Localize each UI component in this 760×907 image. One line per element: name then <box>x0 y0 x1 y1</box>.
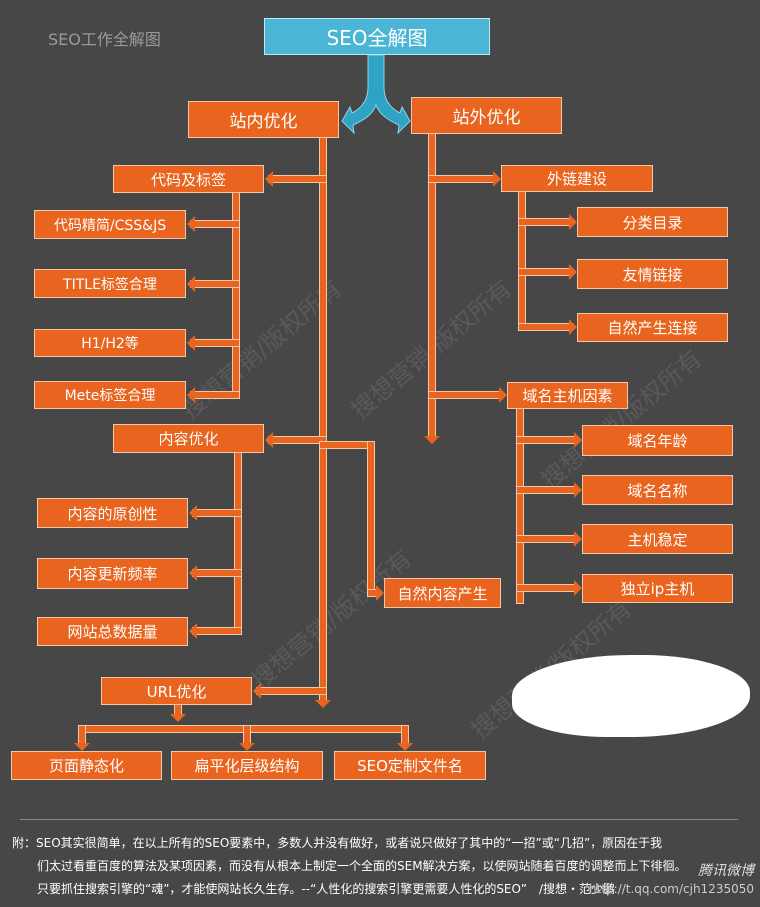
corner-title: SEO工作全解图 <box>48 30 161 49</box>
connector-line <box>190 391 240 399</box>
connector-line <box>516 405 524 604</box>
node-code-item: 代码精简/CSS&JS <box>34 210 186 239</box>
connector-line <box>319 134 327 704</box>
footnote-line: 附：SEO其实很简单，在以上所有的SEO要素中，多数人并没有做好，或者说只做好了… <box>12 836 663 850</box>
arrowhead-icon <box>493 171 501 187</box>
connector-line <box>401 725 409 744</box>
arrowhead-icon <box>569 264 577 280</box>
arrowhead-icon <box>253 683 261 699</box>
arrowhead-icon <box>187 387 195 403</box>
connector-line <box>192 627 242 635</box>
arrowhead-icon <box>574 580 582 596</box>
connector-line <box>518 218 573 226</box>
connector-line <box>516 436 578 444</box>
arrowhead-icon <box>574 482 582 498</box>
node-onsite: 站内优化 <box>188 101 339 138</box>
arrowhead-icon <box>239 743 255 751</box>
arrowhead-icon <box>189 565 197 581</box>
node-domain-item: 域名名称 <box>582 475 733 505</box>
arrowhead-icon <box>499 387 507 403</box>
arrowhead-icon <box>315 700 331 708</box>
arrowhead-icon <box>74 743 90 751</box>
footnote-line: 只要抓住搜索引擎的“魂”，才能使网站长久生存。--“人性化的搜索引擎更需要人性化… <box>37 882 616 896</box>
arrowhead-icon <box>424 436 440 444</box>
redaction-blob <box>512 655 750 737</box>
connector-line <box>428 175 497 183</box>
connector-line <box>256 687 327 695</box>
arrowhead-icon <box>574 432 582 448</box>
arrowhead-icon <box>569 214 577 230</box>
node-natural-content: 自然内容产生 <box>384 578 501 608</box>
connector-line <box>78 725 86 744</box>
node-links: 外链建设 <box>501 165 653 192</box>
node-url-item: 页面静态化 <box>11 751 162 780</box>
arrowhead-icon <box>376 585 384 601</box>
connector-line <box>367 441 375 597</box>
node-url-item: 扁平化层级结构 <box>171 751 323 780</box>
watermark: 搜想营销/版权所有 <box>536 344 708 495</box>
node-code-tags: 代码及标签 <box>113 165 264 193</box>
credit-url: http://t.qq.com/cjh1235050 <box>589 882 754 896</box>
node-domain-item: 独立ip主机 <box>582 574 733 603</box>
connector-line <box>190 280 240 288</box>
connector-line <box>516 486 578 494</box>
split-arrow-icon <box>341 55 411 135</box>
connector-line <box>518 323 573 331</box>
node-content-item: 网站总数据量 <box>37 617 188 646</box>
node-domain: 域名主机因素 <box>507 382 628 409</box>
watermark: 搜想营销/版权所有 <box>246 544 418 695</box>
arrowhead-icon <box>265 171 273 187</box>
connector-line <box>190 339 240 347</box>
node-url: URL优化 <box>101 677 252 705</box>
connector-line <box>190 220 240 228</box>
divider <box>20 819 738 820</box>
arrowhead-icon <box>187 216 195 232</box>
arrowhead-icon <box>170 714 186 722</box>
arrowhead-icon <box>569 319 577 335</box>
node-links-item: 分类目录 <box>577 207 728 237</box>
connector-line <box>192 509 242 517</box>
arrowhead-icon <box>189 623 197 639</box>
connector-line <box>428 391 503 399</box>
connector-line <box>518 268 573 276</box>
node-domain-item: 主机稳定 <box>582 524 733 554</box>
node-content-item: 内容的原创性 <box>37 498 188 528</box>
arrowhead-icon <box>189 505 197 521</box>
arrowhead-icon <box>397 743 413 751</box>
node-code-item: H1/H2等 <box>34 329 186 357</box>
connector-line <box>243 725 251 744</box>
arrowhead-icon <box>265 432 273 448</box>
arrowhead-icon <box>187 335 195 351</box>
node-offsite: 站外优化 <box>411 97 562 134</box>
node-links-item: 自然产生连接 <box>577 313 728 342</box>
connector-line <box>516 535 578 543</box>
credit: 腾讯微博 http://t.qq.com/cjh1235050 <box>589 862 754 898</box>
node-content: 内容优化 <box>113 424 264 453</box>
connector-line <box>518 188 526 331</box>
connector-line <box>268 175 327 183</box>
node-url-item: SEO定制文件名 <box>334 751 486 780</box>
node-domain-item: 域名年龄 <box>582 425 733 456</box>
footnote: 附：SEO其实很简单，在以上所有的SEO要素中，多数人并没有做好，或者说只做好了… <box>12 832 752 901</box>
connector-line <box>516 584 578 592</box>
connector-line <box>234 449 242 635</box>
credit-brand: 腾讯微博 <box>698 863 754 879</box>
node-content-item: 内容更新频率 <box>37 558 188 589</box>
arrowhead-icon <box>187 276 195 292</box>
node-links-item: 友情链接 <box>577 259 728 289</box>
node-code-item: Mete标签合理 <box>34 381 186 409</box>
node-code-item: TITLE标签合理 <box>34 269 186 298</box>
footnote-line: 们太过看重百度的算法及某项因素，而没有从根本上制定一个全面的SEM解决方案，以使… <box>37 859 687 873</box>
arrowhead-icon <box>574 531 582 547</box>
root-node: SEO全解图 <box>264 18 490 55</box>
connector-line <box>192 569 242 577</box>
